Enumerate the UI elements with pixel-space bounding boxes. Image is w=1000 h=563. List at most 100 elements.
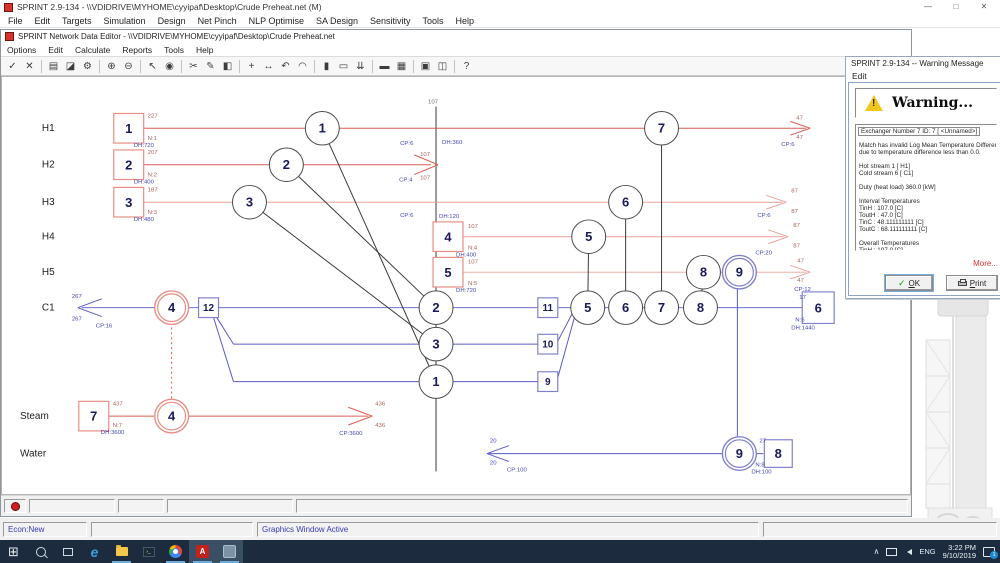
node-square-5[interactable] [432,256,464,288]
main-menu-design[interactable]: Design [157,15,186,26]
main-menu-targets[interactable]: Targets [62,15,92,26]
match-circle-3[interactable] [231,184,267,220]
node-square-2[interactable] [113,149,145,181]
editor-menu-help[interactable]: Help [196,44,214,55]
node-square-1[interactable] [113,112,145,144]
zoom-in-icon[interactable]: ⊕ [107,60,116,72]
node-square-7[interactable] [78,400,110,432]
match-circle-8[interactable] [683,290,718,325]
match-circle-1[interactable] [418,364,454,399]
node-square-9[interactable] [537,371,559,393]
print-button[interactable]: Print [946,275,998,291]
merge-icon[interactable]: ⇊ [356,60,365,72]
taskbar-task-view-button[interactable] [54,540,81,563]
node-square-3[interactable] [113,186,145,218]
match-circle-2[interactable] [268,147,304,182]
main-menu-net-pinch[interactable]: Net Pinch [197,15,237,26]
ok-button[interactable]: ✓ OK [884,274,934,292]
settings-icon[interactable]: ⚙ [83,60,92,72]
stream-arrow [766,201,787,210]
minimize-button[interactable]: — [924,2,932,11]
editor-menu-calculate[interactable]: Calculate [74,44,111,55]
main-title-bar[interactable]: SPRINT 2.9-134 - \\VDIDRIVE\MYHOME\cyyip… [0,0,1000,14]
main-menu-nlp-optimise[interactable]: NLP Optimise [248,15,304,26]
speaker-icon[interactable] [904,548,913,555]
node-square-11[interactable] [537,297,559,319]
close-button[interactable]: ✕ [980,2,988,11]
move-icon[interactable]: + [248,60,255,72]
report-icon[interactable]: ◫ [437,60,448,72]
main-menu-tools[interactable]: Tools [422,15,444,26]
match-circle-7[interactable] [644,290,680,325]
maximize-button[interactable]: □ [953,2,959,11]
node-square-8[interactable] [763,439,793,468]
node-square-4[interactable] [432,221,464,253]
swap-icon[interactable]: ↔ [263,60,274,72]
main-menu-file[interactable]: File [8,15,23,26]
editor-menu-tools[interactable]: Tools [164,44,184,55]
editor-menu-reports[interactable]: Reports [122,44,153,55]
language-indicator[interactable]: ENG [919,547,936,556]
print-icon[interactable]: ▤ [48,60,59,72]
more-link[interactable]: More... [973,259,998,268]
accept-icon[interactable]: ✓ [8,60,17,72]
warning-text-line: Interval Temperatures [859,198,920,205]
taskbar-clock[interactable]: 3:22 PM 9/10/2019 [943,543,976,560]
taskbar-chrome-button[interactable] [162,540,189,563]
editor-window-title: SPRINT Network Data Editor - \\VDIDRIVE\… [18,32,335,41]
fill-icon[interactable]: ◧ [222,60,233,72]
main-menu-sa-design[interactable]: SA Design [315,15,359,26]
grid-icon[interactable]: ▦ [396,60,407,72]
node-square-label: 3 [125,195,132,210]
match-circle-3[interactable] [418,326,454,362]
taskbar-start-button[interactable]: ⊞ [0,540,27,563]
match-circle-1[interactable] [304,111,340,146]
taskbar-acrobat-button[interactable]: A [189,540,216,563]
match-circle-7[interactable] [644,111,680,146]
taskbar-edge-button[interactable]: e [81,540,108,563]
curve-icon[interactable]: ◠ [298,60,307,72]
select-icon[interactable]: ▭ [338,60,349,72]
edit-icon[interactable]: ✎ [206,60,215,72]
editor-menu-edit[interactable]: Edit [48,44,63,55]
block-icon[interactable]: ▬ [379,60,390,72]
node-square-6[interactable] [801,291,835,325]
cancel-icon[interactable]: ✕ [25,60,34,72]
match-circle-8[interactable] [685,254,721,290]
dialog-title-bar[interactable]: SPRINT 2.9-134 -- Warning Message [846,57,1000,70]
pointer-icon[interactable]: ↖ [148,60,157,72]
node-square-10[interactable] [537,333,559,355]
taskbar-file-explorer-button[interactable] [108,540,135,563]
help-icon[interactable]: ? [463,60,470,72]
cut-icon[interactable]: ✂ [189,60,198,72]
node-square-12[interactable] [197,297,220,319]
find-icon[interactable]: ◉ [165,60,174,72]
tray-expand-icon[interactable]: ∧ [873,547,880,556]
match-circle-6[interactable] [608,290,644,325]
match-circle-5[interactable] [570,290,606,325]
dialog-menu-edit[interactable]: Edit [852,71,867,81]
match-circle-6[interactable] [608,184,644,220]
match-circle-label: 3 [432,337,439,352]
taskbar-sprint-button[interactable] [216,540,243,563]
table-icon[interactable]: ▣ [420,60,431,72]
comment-icon[interactable]: ▮ [323,60,330,72]
undo-icon[interactable]: ↶ [281,60,290,72]
editor-title-bar[interactable]: SPRINT Network Data Editor - \\VDIDRIVE\… [1,30,911,43]
notification-icon[interactable]: 1 [983,546,998,559]
editor-menu-options[interactable]: Options [7,44,37,55]
main-menu-simulation[interactable]: Simulation [103,15,146,26]
main-menu-edit[interactable]: Edit [34,15,51,26]
network-icon[interactable] [886,547,898,556]
zoom-out-icon[interactable]: ⊖ [124,60,133,72]
taskbar-terminal-button[interactable]: ›_ [135,540,162,563]
match-circle-5[interactable] [571,219,607,254]
main-menu-help[interactable]: Help [455,15,475,26]
taskbar-search-button[interactable] [27,540,54,563]
copy-icon[interactable]: ◪ [65,60,76,72]
taskbar-icon-strip: ⊞ e ›_ A [0,540,243,563]
match-circle-2[interactable] [418,290,454,325]
warning-message-text[interactable]: Exchanger Number 7 ID: 7 [ <Unnamed>] Ma… [855,124,997,251]
main-menu-sensitivity[interactable]: Sensitivity [370,15,411,26]
